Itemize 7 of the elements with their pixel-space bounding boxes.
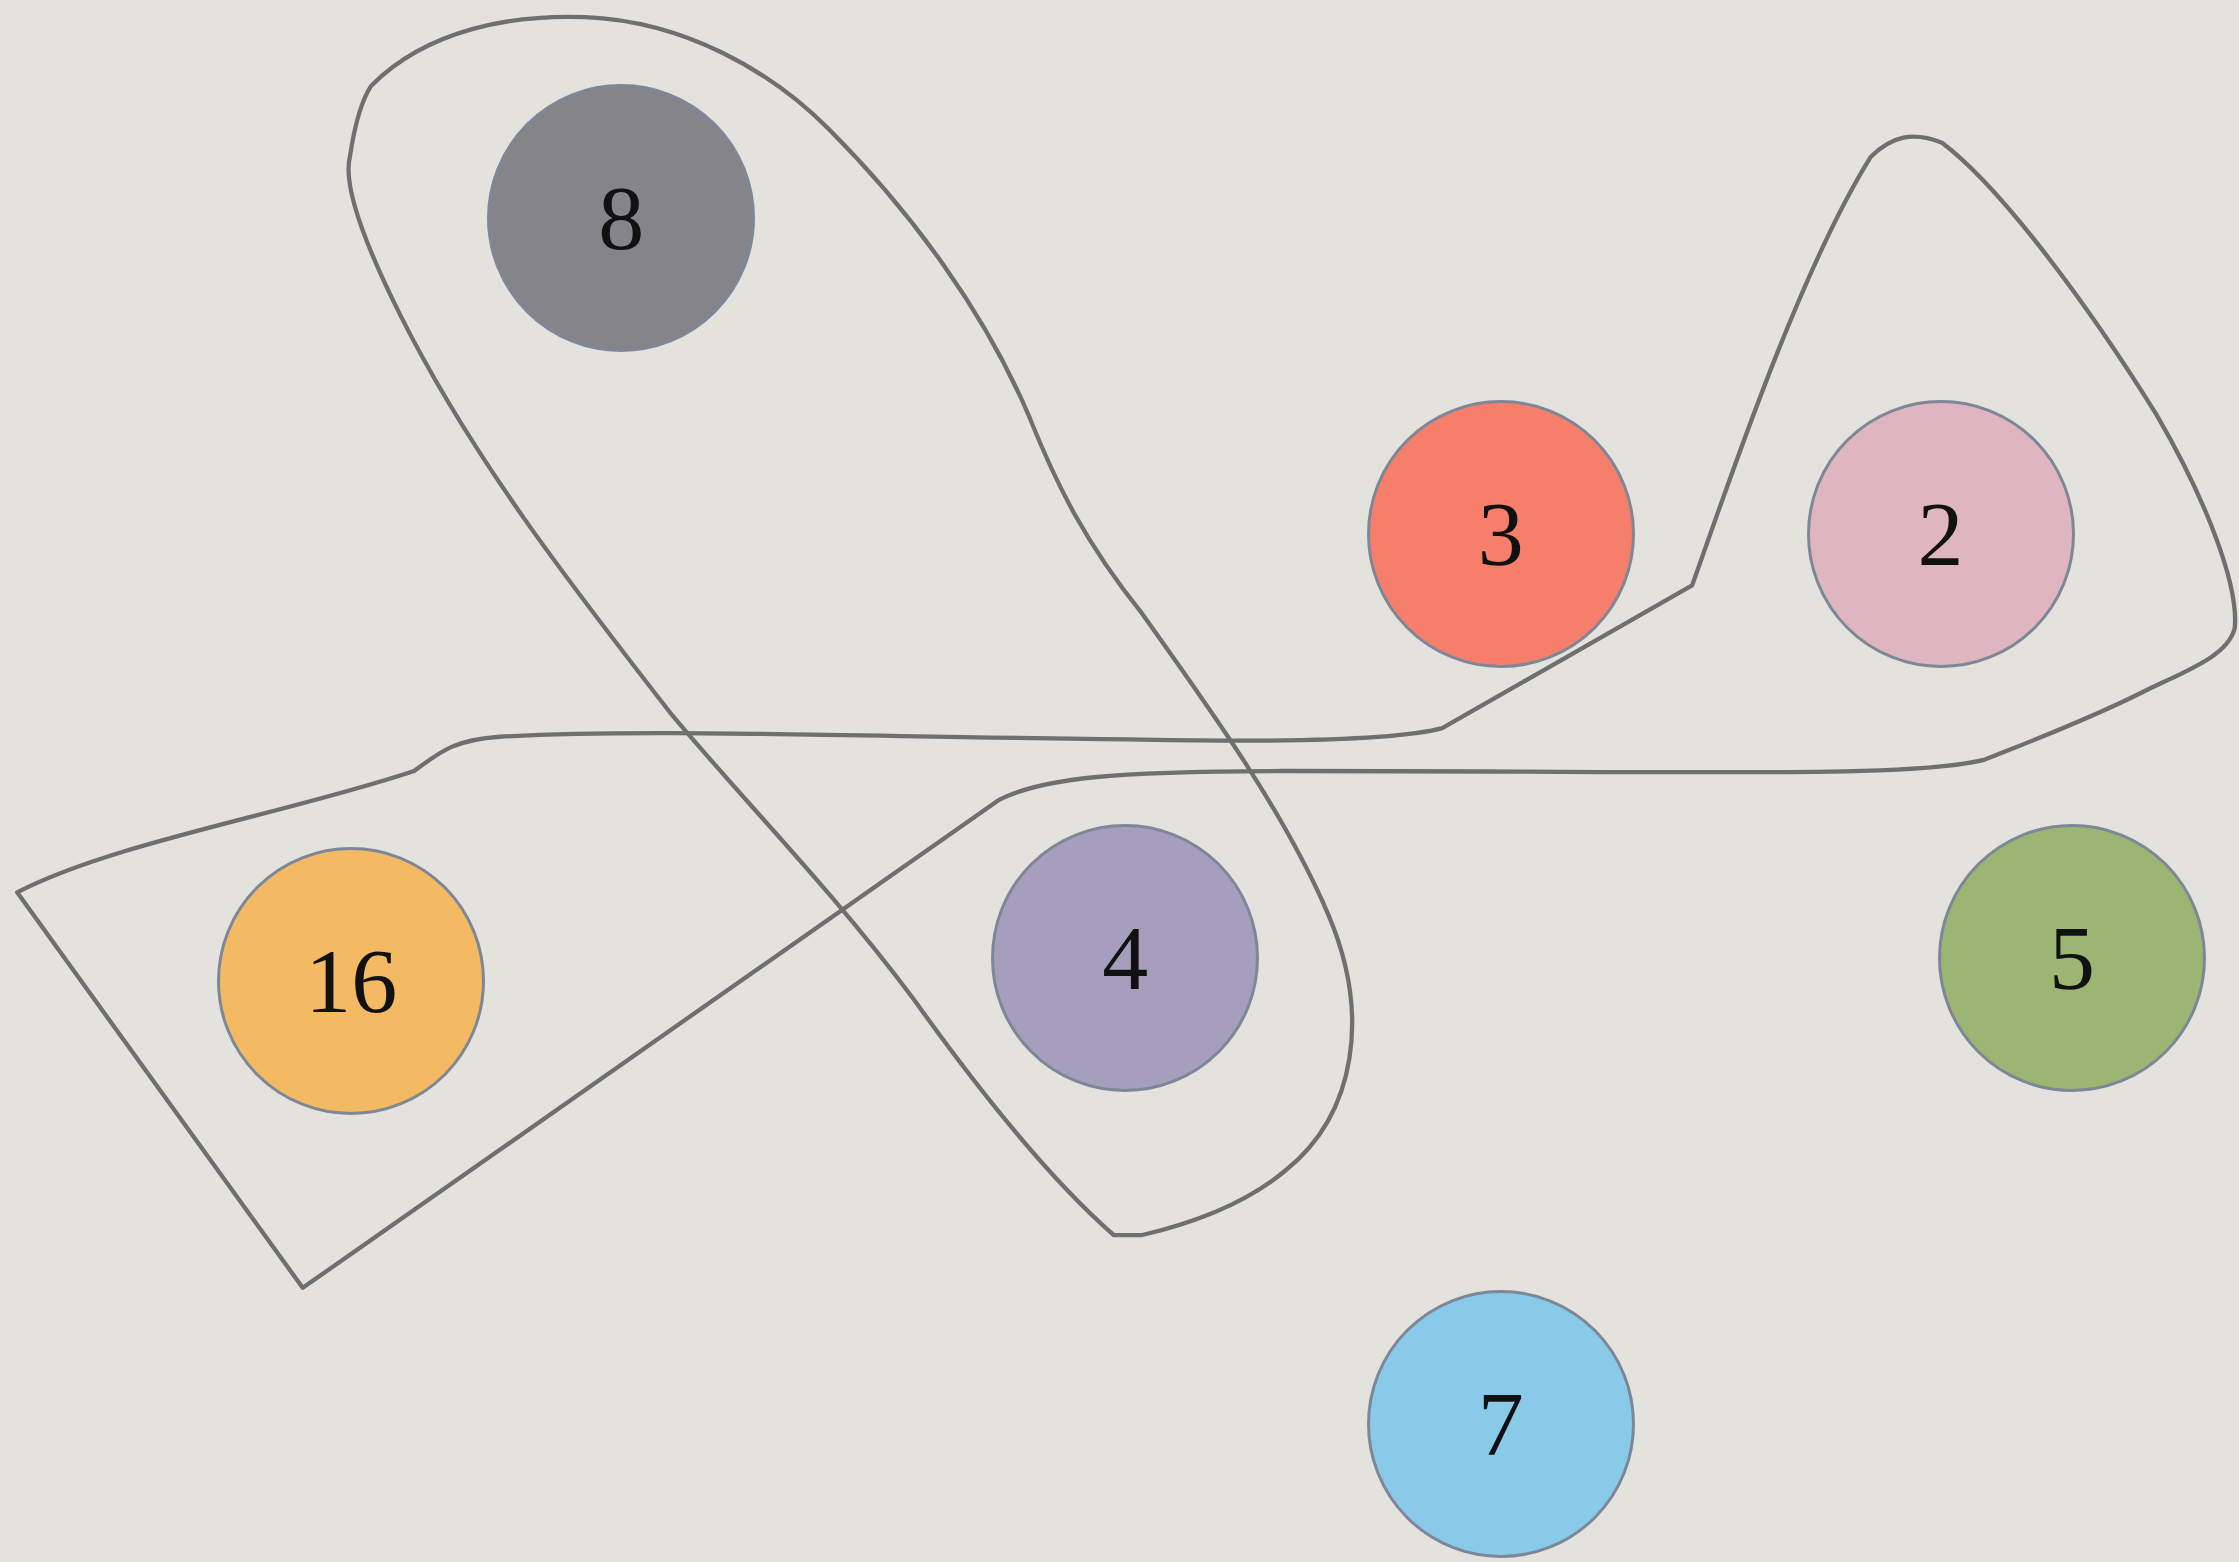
node-number: 2 (1917, 488, 1964, 581)
node-number: 7 (1477, 1377, 1524, 1470)
node-number: 4 (1102, 912, 1149, 1005)
node-number: 5 (2048, 912, 2095, 1005)
node-number: 3 (1477, 488, 1524, 581)
node-number: 8 (598, 172, 645, 265)
node-number: 16 (305, 935, 398, 1027)
